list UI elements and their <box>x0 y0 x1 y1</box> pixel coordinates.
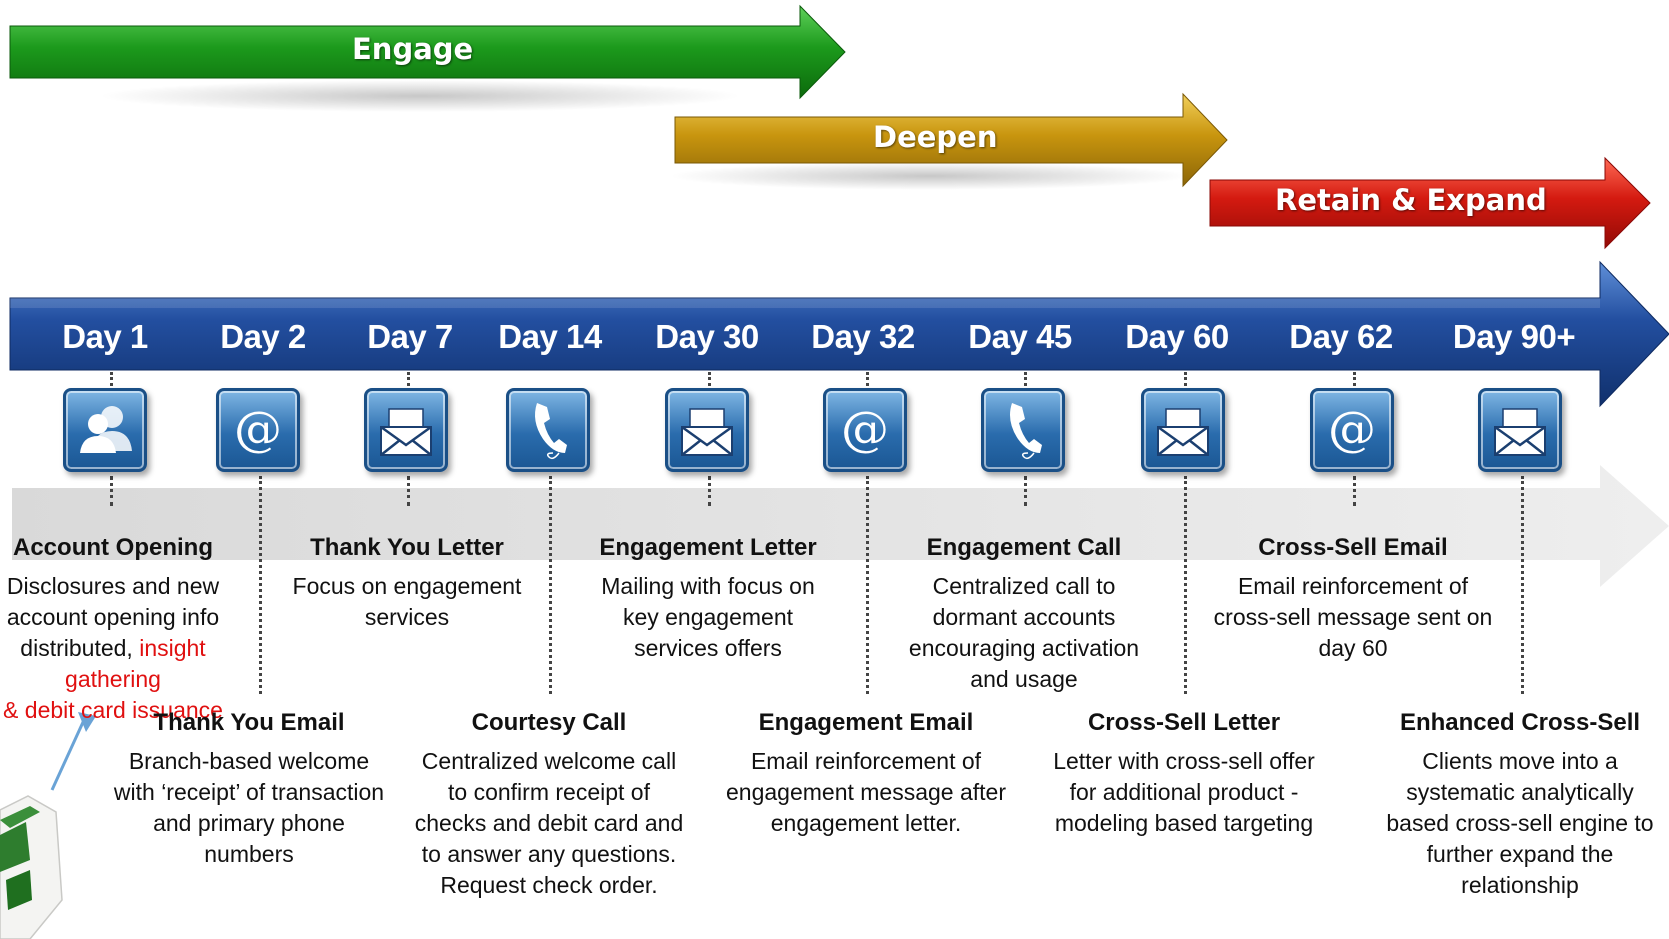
deepen-arrow <box>674 92 1228 188</box>
event-title: Engagement Call <box>926 534 1122 561</box>
event-title: Enhanced Cross-Sell <box>1399 709 1641 736</box>
email-at-icon: @ <box>216 388 300 472</box>
letter-icon <box>665 388 749 472</box>
phone-icon <box>506 388 590 472</box>
event-title: Account Opening <box>13 534 213 561</box>
connector-line <box>1024 476 1027 506</box>
connector-line <box>407 372 410 386</box>
event-description: Centralized call to dormant accounts enc… <box>908 573 1140 692</box>
event-thank-you-letter: Thank You Letter Focus on engagement ser… <box>287 533 527 633</box>
engage-arrow <box>9 4 846 100</box>
connector-line <box>866 476 869 694</box>
connector-line <box>259 476 262 694</box>
retain-expand-arrow <box>1209 156 1651 250</box>
day-label: Day 2 <box>220 318 306 355</box>
connector-line <box>110 372 113 386</box>
event-description-line: account opening info <box>6 604 220 630</box>
timeline-band <box>12 465 1669 587</box>
event-title: Engagement Email <box>758 709 974 736</box>
event-title: Cross-Sell Email <box>1258 534 1448 561</box>
svg-text:@: @ <box>841 401 889 457</box>
event-account-opening: Account Opening Disclosures and new acco… <box>0 533 238 726</box>
connector-line <box>1184 372 1187 386</box>
email-at-icon: @ <box>1310 388 1394 472</box>
timeline-arrow <box>9 260 1669 408</box>
event-title: Engagement Letter <box>599 534 817 561</box>
event-highlight-text: & debit card issuance <box>3 697 223 723</box>
letter-icon <box>1141 388 1225 472</box>
day-label: Day 60 <box>1125 318 1229 355</box>
event-title: Thank You Letter <box>310 534 504 561</box>
connector-line <box>1353 372 1356 386</box>
connector-line <box>708 476 711 506</box>
day-label: Day 90+ <box>1452 318 1576 355</box>
letter-icon <box>1478 388 1562 472</box>
day-label: Day 30 <box>655 318 759 355</box>
day-label: Day 14 <box>498 318 602 355</box>
event-description-line: Disclosures and new <box>6 573 220 599</box>
phone-icon <box>981 388 1065 472</box>
event-description: Branch-based welcome with ‘receipt’ of t… <box>113 748 385 867</box>
day-label: Day 45 <box>968 318 1072 355</box>
svg-text:@: @ <box>234 401 282 457</box>
event-title: Thank You Email <box>153 709 345 736</box>
connector-line <box>110 476 113 506</box>
event-title: Courtesy Call <box>471 709 627 736</box>
event-description: Clients move into a systematic analytica… <box>1386 748 1654 898</box>
phase-engage-label: Engage <box>352 32 474 66</box>
event-courtesy-call: Courtesy Call Centralized welcome call t… <box>414 708 684 901</box>
event-description: Focus on engagement services <box>292 573 522 630</box>
event-description: Disclosures and new account opening info… <box>0 571 238 726</box>
svg-text:@: @ <box>1328 401 1376 457</box>
connector-line <box>1184 476 1187 694</box>
connector-line <box>708 372 711 386</box>
connector-line <box>1024 372 1027 386</box>
event-description: Mailing with focus on key engagement ser… <box>601 573 815 661</box>
day-label: Day 1 <box>62 318 148 355</box>
event-description: Centralized welcome call to confirm rece… <box>414 748 684 898</box>
event-description: Email reinforcement of engagement messag… <box>726 748 1007 836</box>
day-label: Day 7 <box>367 318 453 355</box>
letter-icon <box>364 388 448 472</box>
event-description: Letter with cross-sell offer for additio… <box>1053 748 1315 836</box>
event-engagement-email: Engagement Email Email reinforcement of … <box>726 708 1006 839</box>
event-enhanced-cross-sell: Enhanced Cross-Sell Clients move into a … <box>1379 708 1661 901</box>
connector-line <box>407 476 410 506</box>
event-description: Email reinforcement of cross-sell messag… <box>1213 573 1493 661</box>
event-description-line: distributed, <box>20 635 140 661</box>
connector-line <box>866 372 869 386</box>
event-engagement-call: Engagement Call Centralized call to dorm… <box>889 533 1159 695</box>
phase-retain-expand-label: Retain & Expand <box>1275 183 1547 217</box>
card-printer-image <box>0 795 63 939</box>
day-label: Day 32 <box>811 318 915 355</box>
event-highlight-text: insight gathering <box>65 635 206 692</box>
connector-line <box>1521 476 1524 694</box>
event-title: Cross-Sell Letter <box>1087 709 1281 736</box>
event-cross-sell-email: Cross-Sell Email Email reinforcement of … <box>1213 533 1493 664</box>
day-label: Day 62 <box>1289 318 1393 355</box>
event-engagement-letter: Engagement Letter Mailing with focus on … <box>583 533 833 664</box>
phase-deepen-label: Deepen <box>873 120 998 154</box>
email-at-icon: @ <box>823 388 907 472</box>
event-cross-sell-letter: Cross-Sell Letter Letter with cross-sell… <box>1049 708 1319 839</box>
connector-line <box>549 476 552 694</box>
event-thank-you-email: Thank You Email Branch-based welcome wit… <box>109 708 389 870</box>
people-icon <box>63 388 147 472</box>
connector-line <box>1353 476 1356 506</box>
